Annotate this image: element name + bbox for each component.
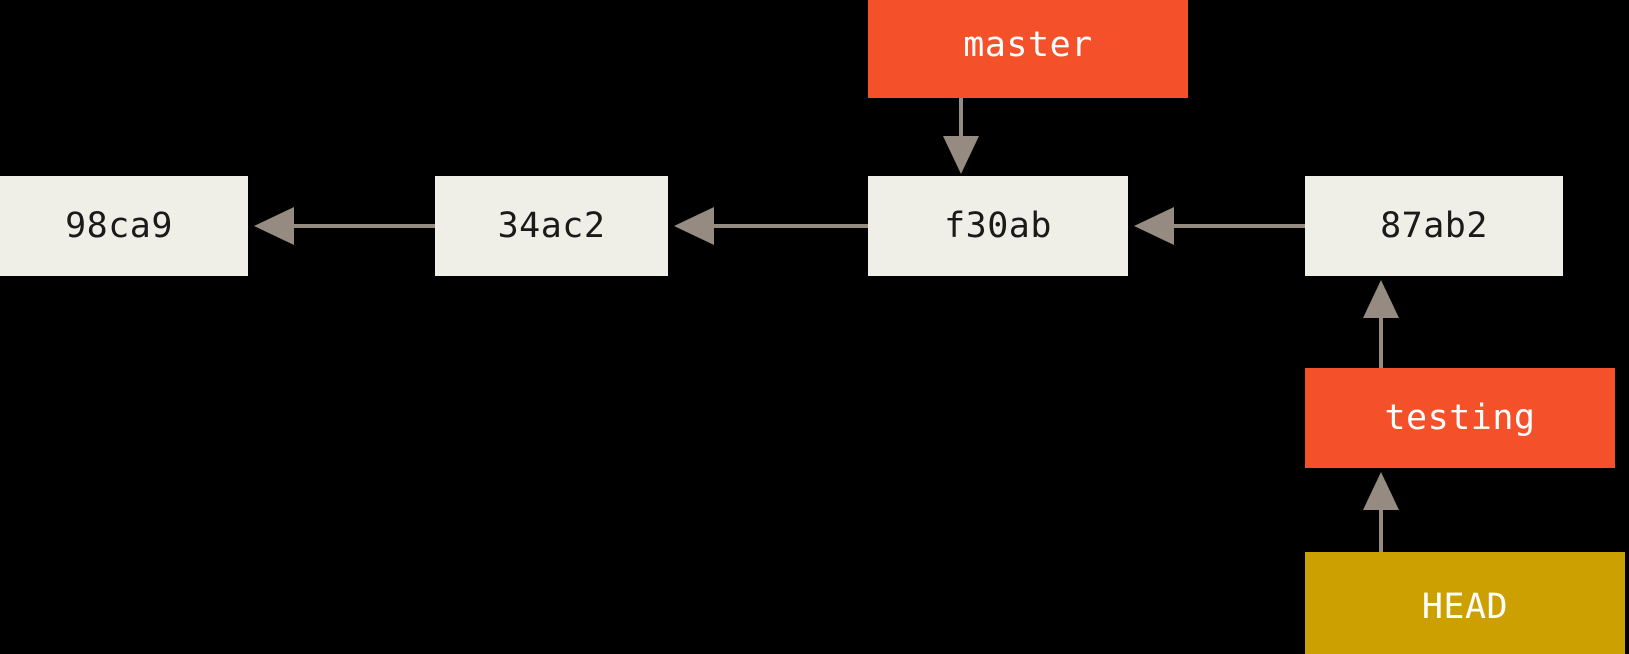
commit-node-34ac2[interactable]: 34ac2 xyxy=(435,176,668,276)
commit-label-98ca9: 98ca9 xyxy=(65,205,173,246)
edge-head-to-testing xyxy=(1360,468,1402,556)
commit-label-34ac2: 34ac2 xyxy=(497,205,606,246)
head-pointer-label: HEAD xyxy=(1421,586,1509,627)
commit-node-87ab2[interactable]: 87ab2 xyxy=(1305,176,1563,276)
edge-87ab2-to-f30ab xyxy=(1128,205,1305,247)
edge-34ac2-to-98ca9 xyxy=(248,205,436,247)
commit-label-f30ab: f30ab xyxy=(944,205,1052,246)
branch-node-testing[interactable]: testing xyxy=(1305,368,1615,468)
commit-node-f30ab[interactable]: f30ab xyxy=(868,176,1128,276)
branch-label-master: master xyxy=(963,24,1093,65)
commit-node-98ca9[interactable]: 98ca9 xyxy=(0,176,248,276)
edge-testing-to-87ab2 xyxy=(1360,276,1402,370)
edge-master-to-f30ab xyxy=(940,98,982,178)
head-pointer-node[interactable]: HEAD xyxy=(1305,552,1625,654)
edge-f30ab-to-34ac2 xyxy=(668,205,868,247)
branch-label-testing: testing xyxy=(1384,397,1536,438)
commit-label-87ab2: 87ab2 xyxy=(1380,205,1488,246)
branch-node-master[interactable]: master xyxy=(868,0,1188,98)
